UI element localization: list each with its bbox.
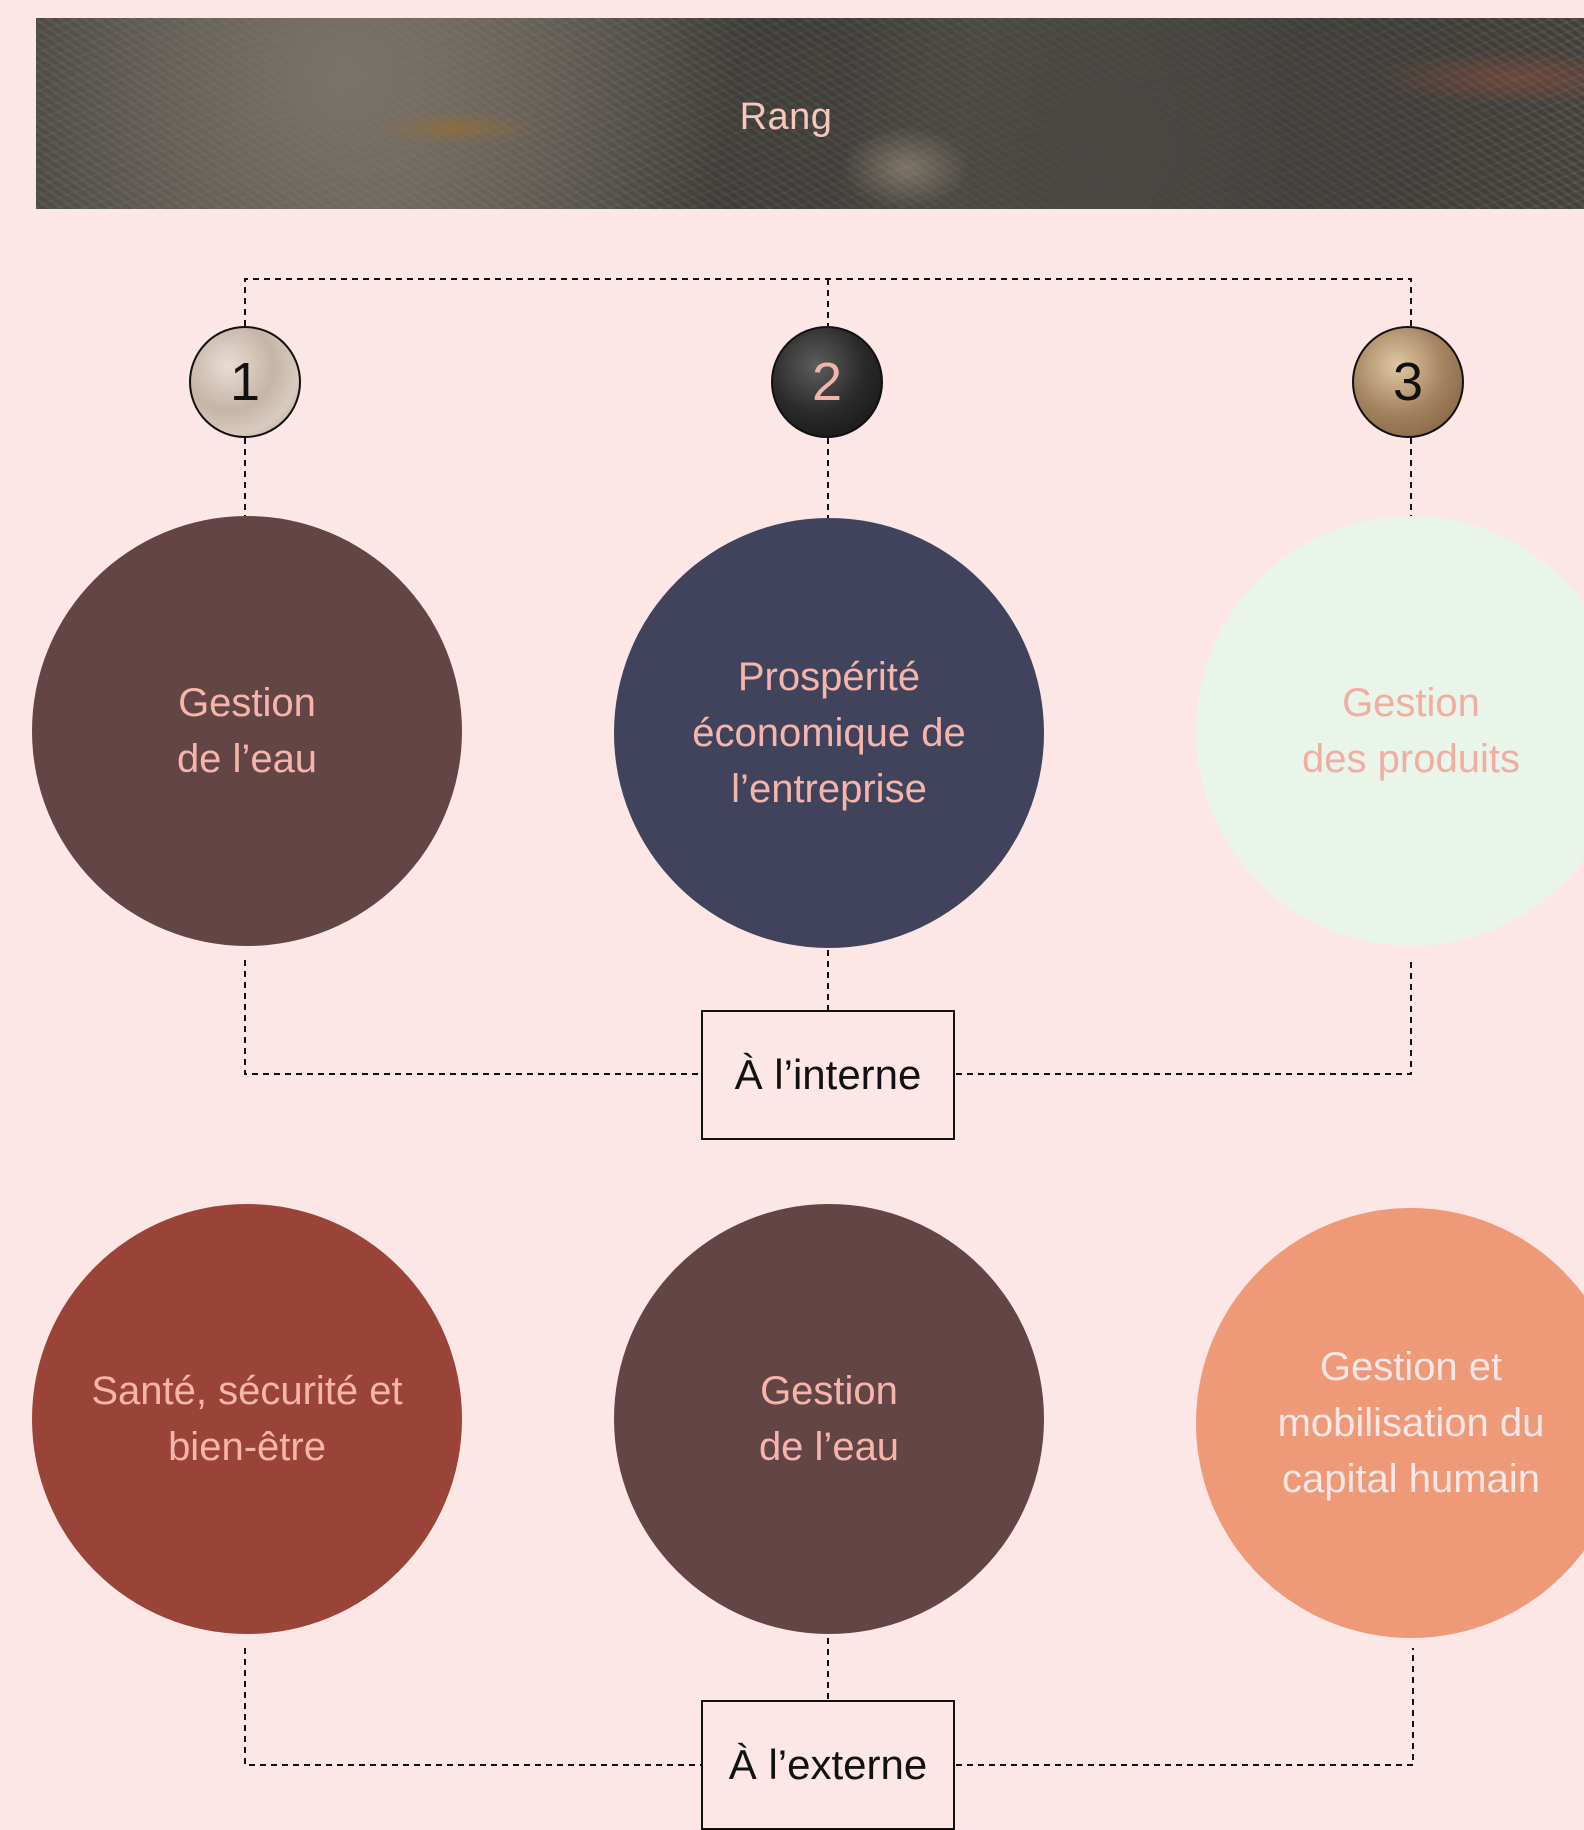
- topic-label: Prospérité économique de l’entreprise: [692, 655, 966, 811]
- topic-label: Gestion de l’eau: [758, 1369, 900, 1469]
- rank-1-badge: 1: [189, 326, 301, 438]
- external-topic-circle: Gestion de l’eau: [614, 1204, 1044, 1634]
- internal-topic-circle: Prospérité économique de l’entreprise: [614, 518, 1044, 948]
- banner-image: [36, 18, 1584, 209]
- internal-label: À l’interne: [734, 1051, 922, 1098]
- external-label-box: À l’externe: [701, 1700, 955, 1830]
- external-label: À l’externe: [728, 1741, 928, 1788]
- external-topic-circle: Santé, sécurité et bien-être: [32, 1204, 462, 1634]
- topic-label: Gestion de l’eau: [176, 681, 318, 781]
- banner-title: Rang: [739, 96, 833, 138]
- external-topic-circle: Gestion et mobilisation du capital humai…: [1196, 1208, 1584, 1638]
- external-left-line: [244, 1648, 701, 1766]
- rank-3-badge: 3: [1352, 326, 1464, 438]
- rank-2-badge: 2: [771, 326, 883, 438]
- topic-label: Santé, sécurité et bien-être: [91, 1369, 403, 1469]
- internal-left-line: [244, 960, 701, 1075]
- internal-topic-circle: Gestion de l’eau: [32, 516, 462, 946]
- internal-right-line: [956, 960, 1412, 1075]
- topic-label: Gestion des produits: [1302, 681, 1520, 781]
- internal-topic-circle: Gestion des produits: [1196, 516, 1584, 946]
- topic-label: Gestion et mobilisation du capital humai…: [1277, 1345, 1545, 1501]
- internal-label-box: À l’interne: [701, 1010, 955, 1140]
- external-right-line: [956, 1648, 1414, 1766]
